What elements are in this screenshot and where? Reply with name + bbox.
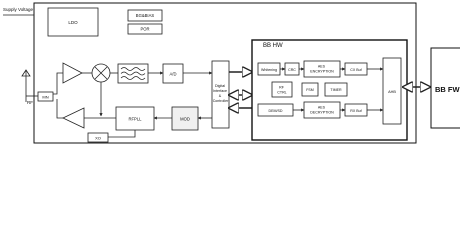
timer-label: TIMER [330, 88, 342, 92]
xo-block [87, 132, 109, 143]
ahb-block [382, 57, 402, 125]
bg-bias-block [127, 9, 163, 22]
whitening-label: Whitening [261, 68, 277, 72]
ldo-label: LDO [68, 20, 78, 25]
cx-buf-label: CX Buf [350, 68, 361, 72]
lna-amplifier-icon [62, 62, 83, 84]
bb-fw-block [430, 47, 460, 129]
por-label: POR [140, 27, 149, 32]
mod-label: MOD [180, 117, 190, 122]
adc-block [162, 63, 184, 84]
fsm-label: FSM [306, 88, 314, 92]
crc-label: CRC [288, 68, 296, 72]
digital-interface-label: Digital Interface & Controller [213, 84, 229, 103]
rf-ctrl-label: RF CTRL [277, 86, 286, 95]
timer-block [324, 82, 348, 97]
rfpll-label: RFPLL [128, 117, 142, 122]
aes-encryption-label: AES ENCRYPTION [310, 65, 334, 74]
block-diagram: Supply Voltage LDO BG&BIAS POR RF MN A/D [3, 2, 460, 144]
bg-bias-label: BG&BIAS [136, 13, 155, 18]
supply-voltage-label: Supply Voltage [3, 7, 34, 12]
rx-buf-label: RX Buf [350, 109, 361, 113]
por-block [127, 23, 163, 35]
chip-boundary [33, 2, 417, 144]
rf-label: RF [27, 100, 33, 105]
antenna-icon [21, 69, 31, 102]
xo-to-pll-line [108, 130, 136, 138]
dem-sd-label: DEM/SD [269, 109, 283, 113]
mn-to-lna-line [53, 72, 63, 95]
pa-to-mn-line [56, 99, 63, 119]
pa-amplifier-icon [62, 107, 85, 129]
bb-fw-label: BB FW [435, 85, 460, 94]
ldo-block [47, 7, 99, 37]
mn-label: MN [42, 94, 48, 99]
bb-hw-title: BB HW [263, 43, 283, 49]
mn-block [37, 91, 54, 102]
xo-label: XO [95, 136, 101, 141]
aes-decryption-label: AES DECRYPTION [310, 106, 334, 115]
adc-label: A/D [170, 72, 177, 77]
filter-icon [117, 63, 149, 84]
fsm-block [301, 82, 319, 97]
ahb-label: AHB [388, 90, 396, 94]
mixer-icon [91, 63, 111, 83]
rf-ctrl-block [271, 81, 293, 98]
